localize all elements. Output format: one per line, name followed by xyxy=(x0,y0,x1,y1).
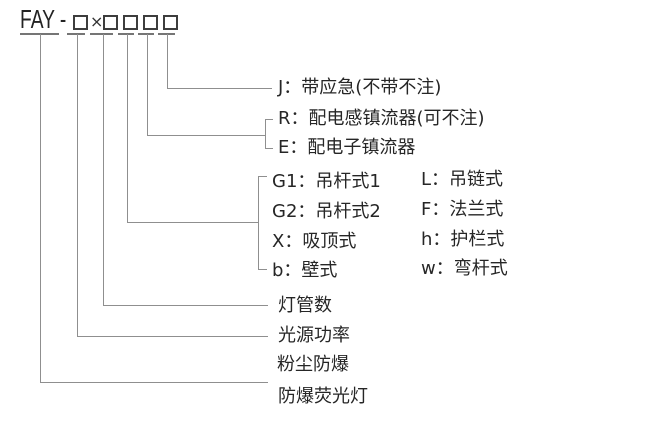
mount-type-label-l: L：吊链式 xyxy=(421,169,504,190)
underline-box-4 xyxy=(138,33,154,35)
multiply-sign: × xyxy=(90,12,104,31)
underline-box-5 xyxy=(158,33,175,35)
branch-line-lamp-type xyxy=(40,382,268,383)
mount-bracket-spine xyxy=(258,176,259,269)
branch-line-emergency xyxy=(167,88,272,89)
placeholder-box-4 xyxy=(143,15,158,30)
branch-label-inductive-ballast: R：配电感镇流器(可不注) xyxy=(278,108,485,129)
ballast-fork-arm-top xyxy=(265,119,273,120)
drop-line-lamp-type xyxy=(40,34,41,382)
ballast-fork-arm-bottom xyxy=(265,148,273,149)
drop-line-tube-count xyxy=(103,34,104,305)
branch-label-tube-count: 灯管数 xyxy=(278,295,332,316)
branch-line-ballast xyxy=(147,135,265,136)
branch-line-power xyxy=(77,336,268,337)
underline-box-2 xyxy=(90,33,113,35)
placeholder-box-2 xyxy=(103,15,118,30)
branch-label-power: 光源功率 xyxy=(278,325,350,346)
drop-line-emergency xyxy=(167,34,168,88)
ballast-fork-spine xyxy=(265,119,266,149)
drop-line-power xyxy=(77,34,78,336)
mount-bracket-arm-top xyxy=(258,176,267,177)
mount-bracket-arm-bottom xyxy=(258,269,267,270)
mount-type-label-g1: G1：吊杆式1 xyxy=(272,171,381,192)
branch-label-electronic-ballast: E：配电子镇流器 xyxy=(278,137,416,158)
branch-line-mount-type xyxy=(127,222,258,223)
mount-type-label-g2: G2：吊杆式2 xyxy=(272,201,381,222)
mount-type-label-x: X：吸顶式 xyxy=(272,231,357,252)
model-prefix: FAY - xyxy=(20,4,67,34)
branch-label-emergency: J：带应急(不带不注) xyxy=(278,77,442,98)
mount-type-label-b: b：壁式 xyxy=(272,260,338,281)
mount-type-label-f: F：法兰式 xyxy=(421,199,504,220)
drop-line-mount-type xyxy=(127,34,128,222)
underline-prefix xyxy=(20,33,59,35)
mount-type-label-h: h：护栏式 xyxy=(421,229,505,250)
branch-label-lamp-type: 防爆荧光灯 xyxy=(278,386,368,407)
placeholder-box-5 xyxy=(163,15,178,30)
branch-label-dust-explosion-proof: 粉尘防爆 xyxy=(277,354,349,375)
drop-line-ballast xyxy=(147,34,148,135)
underline-box-3 xyxy=(118,33,134,35)
branch-line-tube-count xyxy=(103,305,268,306)
underline-box-1 xyxy=(67,33,85,35)
placeholder-box-1 xyxy=(73,15,88,30)
placeholder-box-3 xyxy=(123,15,138,30)
mount-type-label-w: w：弯杆式 xyxy=(421,258,508,279)
